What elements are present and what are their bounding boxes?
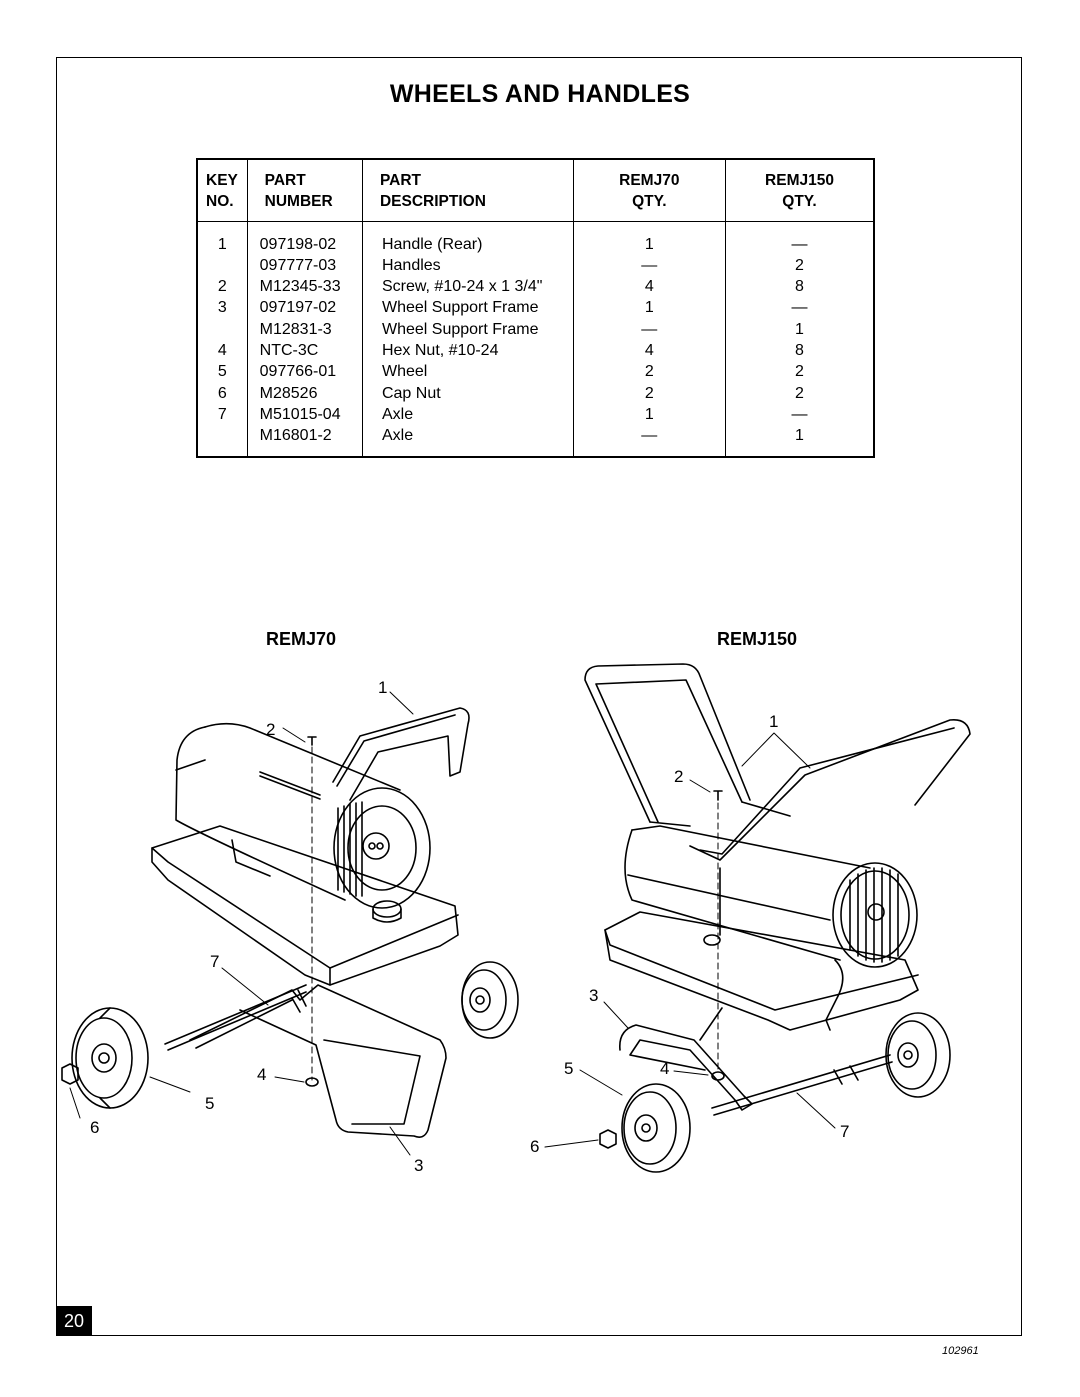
description-cell: Axle xyxy=(381,405,414,423)
description-cell: Cap Nut xyxy=(381,384,441,402)
part-number-cell: 097766-01 xyxy=(259,363,337,381)
key-cell: 5 xyxy=(217,363,227,381)
header-part-number-line1: PART xyxy=(264,172,306,189)
part-number-cell: M28526 xyxy=(259,384,318,402)
callout-label: 5 xyxy=(564,1059,574,1078)
key-cell: 7 xyxy=(217,405,227,423)
remj70-qty-cell: 2 xyxy=(644,363,654,381)
remj70-qty-cell: 2 xyxy=(644,384,654,402)
remj150-qty-cell: 8 xyxy=(795,278,804,296)
remj150-qty-column: — 2 8 — 1 8 2 2 — 1 xyxy=(725,221,874,457)
callout-leader-lines xyxy=(69,691,836,1156)
remj150-qty-cell: — xyxy=(791,235,808,253)
description-cell: Handles xyxy=(381,256,441,274)
header-part-description: PART DESCRIPTION xyxy=(361,159,574,222)
remj150-qty-cell: 1 xyxy=(795,320,804,338)
page-title: WHEELS AND HANDLES xyxy=(389,80,691,108)
callout-label: 6 xyxy=(90,1118,100,1137)
description-cell: Handle (Rear) xyxy=(381,235,483,253)
header-key-line1: KEY xyxy=(206,172,238,189)
callout-label: 7 xyxy=(210,952,220,971)
remj70-qty-cell: 1 xyxy=(644,235,654,253)
callout-label: 1 xyxy=(769,712,779,731)
callout-label: 6 xyxy=(530,1137,540,1156)
callout-label: 4 xyxy=(660,1059,670,1078)
callout-label: 3 xyxy=(414,1156,424,1175)
description-cell: Axle xyxy=(381,427,414,445)
page-number: 20 xyxy=(56,1306,92,1336)
remj70-qty-cell: 4 xyxy=(644,278,654,296)
callout-label: 2 xyxy=(266,720,276,739)
remj70-diagram-label: REMJ70 xyxy=(266,629,337,649)
header-description-line1: PART xyxy=(379,172,422,189)
description-cell: Screw, #10-24 x 1 3/4" xyxy=(381,278,543,296)
callout-label: 1 xyxy=(378,678,388,697)
callout-label: 4 xyxy=(257,1065,267,1084)
description-cell: Wheel Support Frame xyxy=(381,299,539,317)
page-frame xyxy=(56,57,1022,1336)
remj70-qty-cell: — xyxy=(641,256,658,274)
header-remj150-line2: QTY. xyxy=(782,193,817,210)
header-part-number: PART NUMBER xyxy=(246,159,363,222)
key-cell: 6 xyxy=(217,384,227,402)
remj150-diagram-label: REMJ150 xyxy=(717,629,798,649)
callout-label: 3 xyxy=(589,986,599,1005)
table-body: 1 2 3 4 5 6 7 097198-02 097777-03 M12345… xyxy=(197,221,874,457)
header-description-line2: DESCRIPTION xyxy=(379,193,486,210)
part-number-cell: M16801-2 xyxy=(259,427,332,445)
description-column: Handle (Rear) Handles Screw, #10-24 x 1 … xyxy=(361,221,574,457)
remj150-qty-cell: 2 xyxy=(795,256,804,274)
part-number-cell: 097777-03 xyxy=(259,256,337,274)
description-cell: Wheel xyxy=(381,363,428,381)
parts-table: KEY NO. PART NUMBER PART DESCRIPTION REM… xyxy=(196,158,875,458)
description-cell: Wheel Support Frame xyxy=(381,320,539,338)
remj150-qty-cell: 2 xyxy=(795,363,804,381)
header-remj70-line2: QTY. xyxy=(632,193,667,210)
key-cell: 4 xyxy=(217,341,227,359)
remj150-qty-cell: 8 xyxy=(795,341,804,359)
key-column: 1 2 3 4 5 6 7 xyxy=(197,221,247,457)
description-cell: Hex Nut, #10-24 xyxy=(381,341,499,359)
table-header-row: KEY NO. PART NUMBER PART DESCRIPTION REM… xyxy=(197,159,874,222)
remj150-qty-cell: 1 xyxy=(795,427,804,445)
callout-label: 2 xyxy=(674,767,684,786)
key-cell: 3 xyxy=(217,299,227,317)
callout-label: 5 xyxy=(205,1094,215,1113)
key-cell: 1 xyxy=(217,235,227,253)
part-number-cell: M51015-04 xyxy=(259,405,341,423)
remj70-qty-cell: 1 xyxy=(644,299,654,317)
part-number-cell: NTC-3C xyxy=(259,341,319,359)
remj70-qty-cell: 4 xyxy=(644,341,654,359)
header-remj70-qty: REMJ70 QTY. xyxy=(572,159,726,222)
part-number-cell: 097197-02 xyxy=(259,299,337,317)
remj70-qty-cell: — xyxy=(641,427,658,445)
remj70-qty-cell: — xyxy=(641,320,658,338)
header-key-line2: NO. xyxy=(206,193,234,210)
header-remj70-line1: REMJ70 xyxy=(619,172,680,189)
remj150-heater-illustration xyxy=(584,663,971,1173)
remj70-heater-illustration xyxy=(61,707,519,1138)
document-code: 102961 xyxy=(942,1345,979,1357)
header-remj150-qty: REMJ150 QTY. xyxy=(725,159,874,222)
part-number-cell: 097198-02 xyxy=(259,235,337,253)
header-part-number-line2: NUMBER xyxy=(264,193,333,210)
remj70-qty-column: 1 — 4 1 — 4 2 2 1 — xyxy=(572,221,726,457)
header-remj150-line1: REMJ150 xyxy=(765,172,834,189)
header-key-no: KEY NO. xyxy=(197,159,248,222)
remj150-qty-cell: 2 xyxy=(795,384,804,402)
part-number-column: 097198-02 097777-03 M12345-33 097197-02 … xyxy=(246,221,363,457)
part-number-cell: M12831-3 xyxy=(259,320,332,338)
key-cell: 2 xyxy=(217,278,227,296)
remj150-qty-cell: — xyxy=(791,299,808,317)
remj150-qty-cell: — xyxy=(791,405,808,423)
remj70-qty-cell: 1 xyxy=(644,405,654,423)
callout-label: 7 xyxy=(840,1122,850,1141)
part-number-cell: M12345-33 xyxy=(259,278,341,296)
